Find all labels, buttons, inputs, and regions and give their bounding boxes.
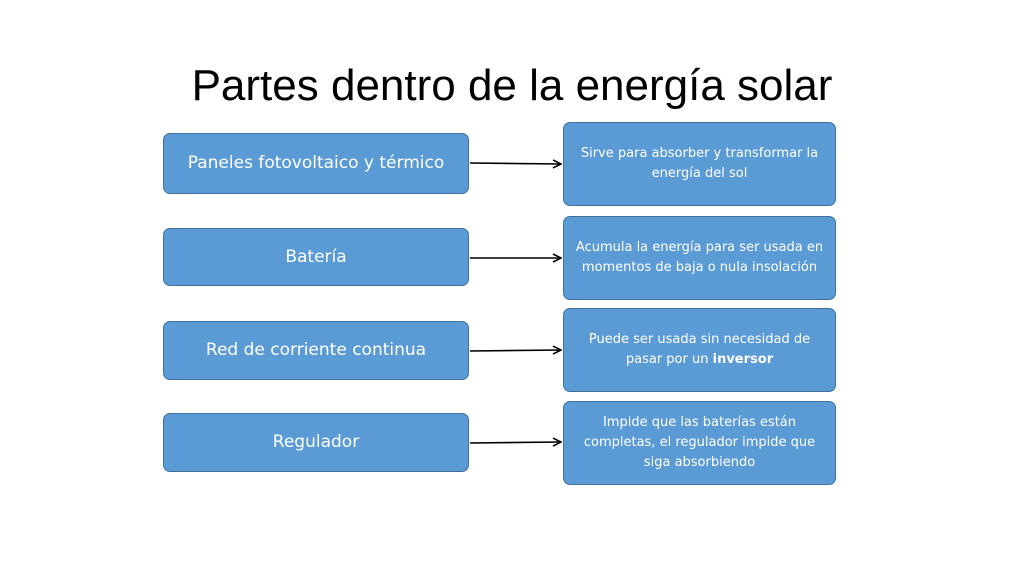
arrow-red [469, 350, 561, 351]
part-box-regulador: Regulador [163, 413, 469, 472]
description-box-regulador: Impide que las baterías están completas,… [563, 401, 836, 485]
description-box-red-corriente: Puede ser usada sin necesidad de pasar p… [563, 308, 836, 392]
arrow-regulador [469, 442, 561, 443]
description-box-paneles: Sirve para absorber y transformar la ene… [563, 122, 836, 206]
arrow-paneles [469, 163, 561, 164]
part-label: Regulador [272, 432, 360, 452]
part-label: Red de corriente continua [205, 340, 427, 360]
description-text-bold: inversor [712, 352, 774, 367]
description-text: Acumula la energía para ser usada en mom… [575, 240, 824, 275]
description-text: Sirve para absorber y transformar la ene… [580, 146, 819, 181]
description-text: Puede ser usada sin necesidad de pasar p… [572, 330, 827, 370]
part-box-red-corriente: Red de corriente continua [163, 321, 469, 380]
description-text-plain: Puede ser usada sin necesidad de pasar p… [588, 332, 811, 367]
part-box-bateria: Batería [163, 228, 469, 286]
part-label: Paneles fotovoltaico y térmico [187, 153, 445, 173]
part-box-paneles: Paneles fotovoltaico y térmico [163, 133, 469, 194]
part-label: Batería [285, 246, 347, 267]
description-box-bateria: Acumula la energía para ser usada en mom… [563, 216, 836, 300]
slide-title: Partes dentro de la energía solar [191, 61, 833, 110]
description-text: Impide que las baterías están completas,… [583, 415, 816, 470]
